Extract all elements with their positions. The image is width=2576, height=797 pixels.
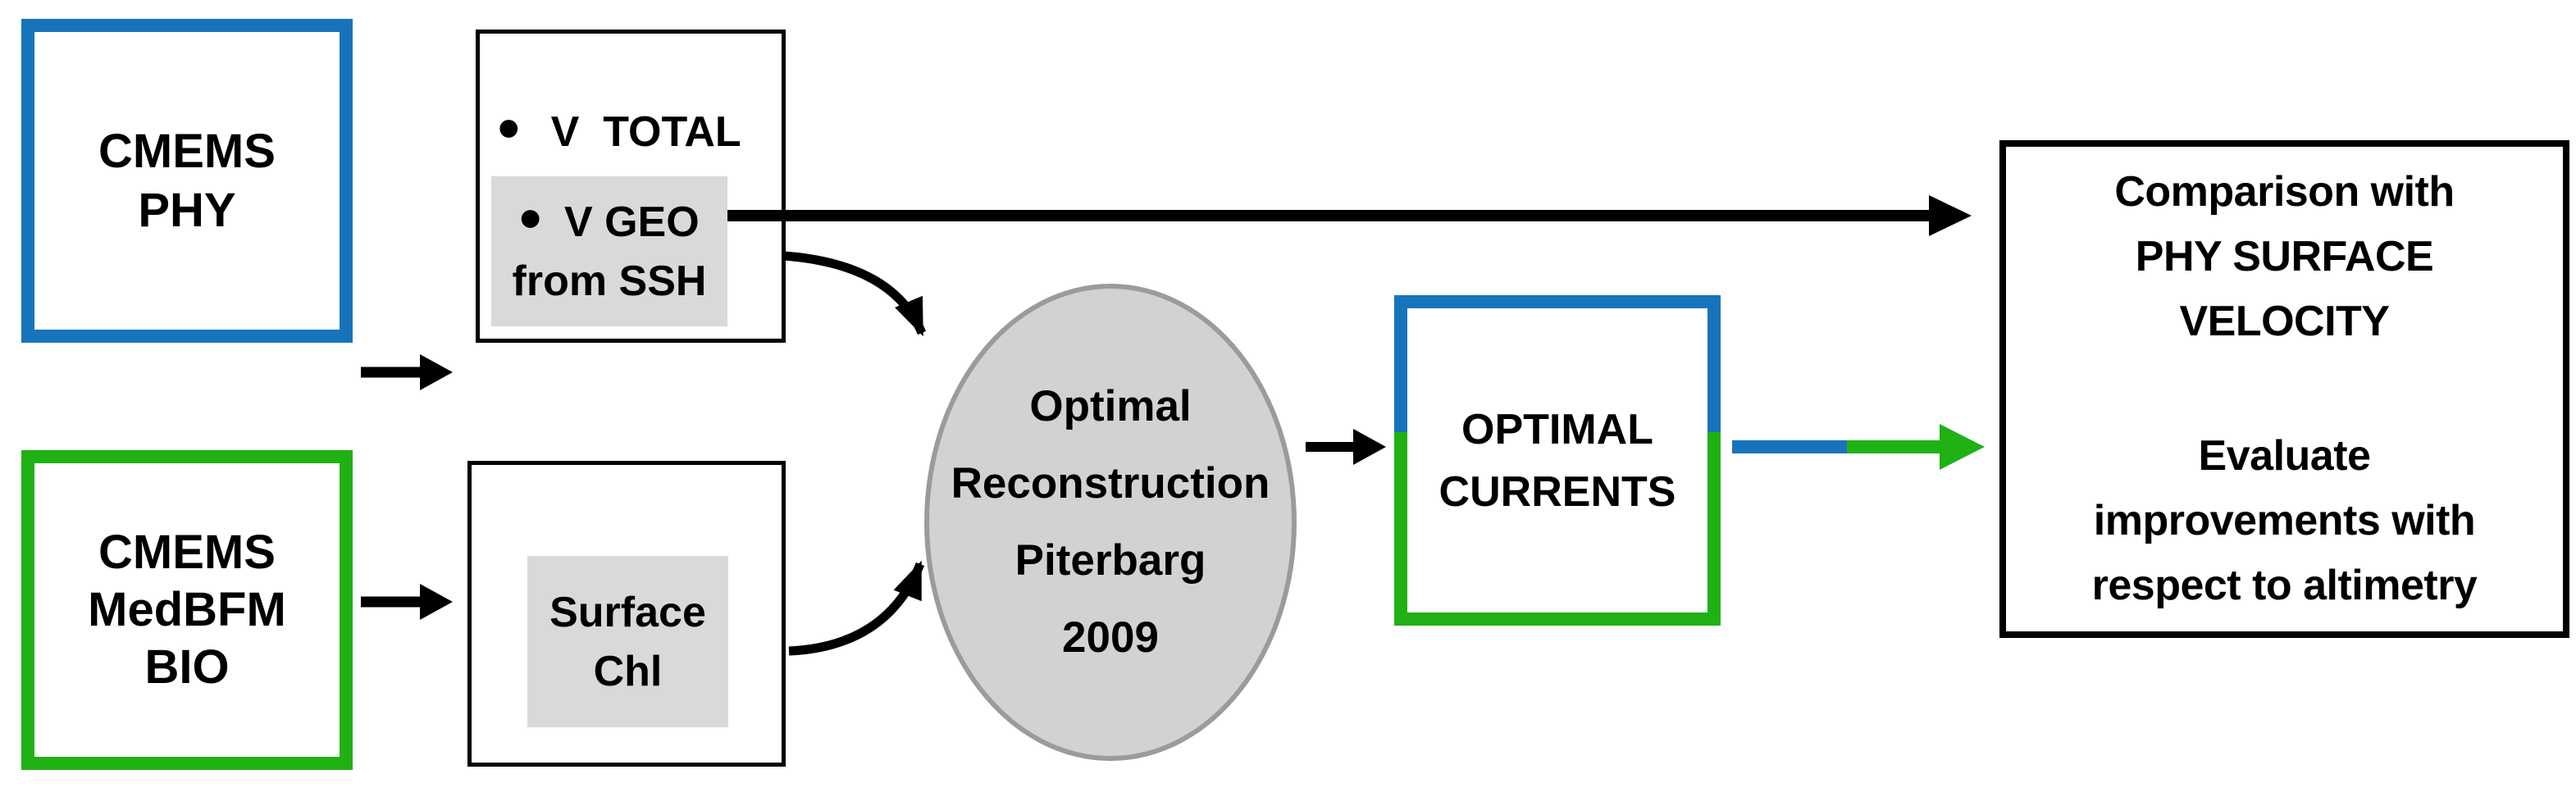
text-line: improvements with xyxy=(2093,497,2476,544)
circle-label-line: Optimal xyxy=(1029,382,1192,430)
ellipse-optimal-reconstruction: Optimal Reconstruction Piterbarg 2009 xyxy=(924,284,1297,761)
text-line: Comparison with xyxy=(2114,168,2455,216)
arrow-vgeo-to-reconstruction xyxy=(783,251,927,337)
box-cmems-phy: CMEMS PHY xyxy=(21,19,353,343)
text-line: PHY SURFACE xyxy=(2135,233,2434,280)
box-comparison: Comparison with PHY SURFACE VELOCITY Eva… xyxy=(1999,140,2569,638)
paragraph-evaluate: Evaluate improvements with respect to al… xyxy=(2092,424,2478,618)
highlight-surface-chl: Surface Chl xyxy=(527,556,728,727)
box-label-line: CMEMS xyxy=(98,526,276,579)
border-segment-left-blue xyxy=(1394,295,1407,432)
box-label: OPTIMAL CURRENTS xyxy=(1407,308,1707,613)
arrow-reconstruction-to-currents xyxy=(1306,429,1386,465)
highlight-v-geo: • V GEO from SSH xyxy=(491,176,727,326)
arrow-vgeo-to-comparison xyxy=(727,195,1972,236)
arrow-currents-to-comparison xyxy=(1732,424,1985,470)
box-label-line: CURRENTS xyxy=(1438,467,1676,516)
border-segment-right-blue xyxy=(1707,295,1721,432)
box-label-line: PHY xyxy=(138,183,236,237)
arrow-bio-to-surface xyxy=(361,584,453,620)
highlight-line: Surface xyxy=(549,588,706,636)
text-line: Evaluate xyxy=(2198,432,2371,480)
circle-label-line: Piterbarg xyxy=(1014,536,1206,585)
box-label-line: OPTIMAL xyxy=(1461,405,1653,453)
border-segment-left-green xyxy=(1394,432,1407,626)
box-label-line: MedBFM xyxy=(88,583,286,636)
box-label-line: CMEMS xyxy=(98,124,276,178)
box-cmems-medbfm-bio: CMEMS MedBFM BIO xyxy=(21,450,353,770)
text-line: respect to altimetry xyxy=(2091,562,2478,609)
border-segment-top-blue xyxy=(1394,295,1721,308)
highlight-line: from SSH xyxy=(512,257,707,305)
bullet-item-label: V GEO xyxy=(563,198,700,246)
bullet-item-v-total: • V TOTAL xyxy=(498,93,741,163)
paragraph-comparison: Comparison with PHY SURFACE VELOCITY xyxy=(2114,160,2455,354)
arrow-chl-to-reconstruction xyxy=(788,560,925,656)
box-surface-chl: Surface Chl xyxy=(467,461,786,767)
bullet-item-label: V TOTAL xyxy=(550,108,741,156)
arrow-phy-to-velocity xyxy=(361,354,453,390)
box-label-line: BIO xyxy=(144,640,230,694)
box-velocity-outputs: • V TOTAL • V GEO from SSH xyxy=(476,30,786,343)
bullet-item-v-geo: • V GEO xyxy=(519,183,700,253)
circle-label-line: Reconstruction xyxy=(951,459,1270,508)
border-segment-right-green xyxy=(1707,432,1721,626)
text-line: VELOCITY xyxy=(2179,298,2390,345)
border-segment-bottom-green xyxy=(1394,613,1721,626)
highlight-line: Chl xyxy=(593,647,663,695)
circle-label-line: 2009 xyxy=(1062,613,1159,662)
box-optimal-currents: OPTIMAL CURRENTS xyxy=(1394,295,1721,626)
